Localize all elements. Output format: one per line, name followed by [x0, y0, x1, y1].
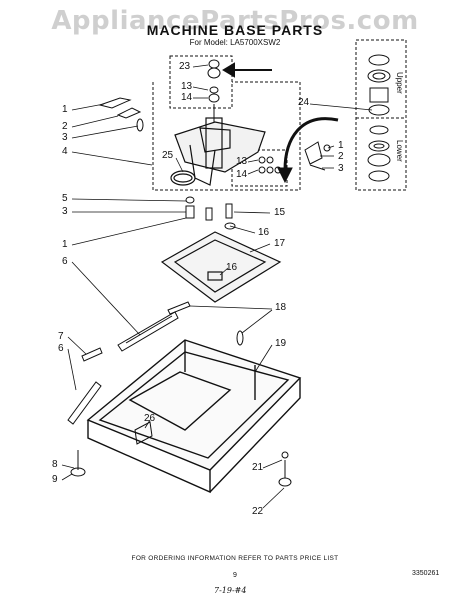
callout-6: 6 — [62, 256, 68, 267]
callout-3: 3 — [338, 163, 344, 174]
callout-3: 3 — [62, 132, 68, 143]
callout-21: 21 — [252, 462, 264, 473]
callout-26: 26 — [144, 413, 156, 424]
callout-22: 22 — [252, 506, 264, 517]
left-bracket-parts — [98, 97, 144, 132]
callout-9: 9 — [52, 474, 58, 485]
crossbar-upper — [117, 311, 179, 352]
callout-18: 18 — [275, 302, 287, 313]
callout-2: 2 — [338, 151, 344, 162]
drain-tray — [160, 231, 282, 303]
callout-14: 14 — [181, 92, 193, 103]
curved-arrow — [283, 117, 339, 171]
callout-15: 15 — [274, 207, 286, 218]
callout-24: 24 — [298, 97, 310, 108]
inset-bearings — [367, 54, 391, 182]
leader-lines — [61, 64, 373, 509]
clip-18 — [167, 301, 191, 315]
callout-17: 17 — [274, 238, 286, 249]
watermark: AppliancePartsPros.com — [51, 6, 419, 36]
gearcase-detail-box — [152, 81, 301, 191]
callout-1: 1 — [62, 239, 68, 250]
callout-7: 7 — [58, 331, 64, 342]
callout-1: 1 — [62, 104, 68, 115]
callout-2: 2 — [62, 121, 68, 132]
callout-16: 16 — [226, 262, 238, 273]
lower-label: Lower — [395, 140, 404, 162]
page-number: 9 — [233, 572, 237, 579]
callout-13: 13 — [236, 156, 248, 167]
handwritten-note: 7-19-#4 — [214, 586, 247, 595]
bracket-26 — [134, 421, 153, 445]
callout-5: 5 — [62, 193, 68, 204]
upper-lower-inset-box — [355, 39, 407, 191]
callout-25: 25 — [162, 150, 174, 161]
callout-3: 3 — [62, 206, 68, 217]
pointer-arrow — [222, 62, 272, 78]
document-number: 3350261 — [412, 570, 440, 577]
ordering-note: FOR ORDERING INFORMATION REFER TO PARTS … — [131, 555, 339, 562]
callout-23: 23 — [179, 61, 191, 72]
upper-label: Upper — [395, 72, 404, 94]
callout-4: 4 — [62, 146, 68, 157]
small-parts — [258, 156, 282, 174]
machine-base-frame — [86, 339, 302, 494]
gearcase — [170, 117, 266, 186]
callout-16: 16 — [258, 227, 270, 238]
leveling-legs — [70, 450, 292, 487]
callout-1: 1 — [338, 140, 344, 151]
callout-14: 14 — [236, 169, 248, 180]
right-bracket-parts — [304, 141, 331, 171]
crossbar-lower — [67, 381, 102, 425]
page-title: MACHINE BASE PARTS — [146, 22, 324, 38]
model-line: For Model: LA5700XSW2 — [189, 38, 281, 47]
hub-parts — [207, 59, 221, 125]
bracket-7 — [81, 347, 103, 362]
callout-6: 6 — [58, 343, 64, 354]
callout-8: 8 — [52, 459, 58, 470]
callout-13: 13 — [181, 81, 193, 92]
callout-19: 19 — [275, 338, 287, 349]
pin-18 — [236, 330, 244, 346]
connector-parts — [185, 196, 236, 230]
